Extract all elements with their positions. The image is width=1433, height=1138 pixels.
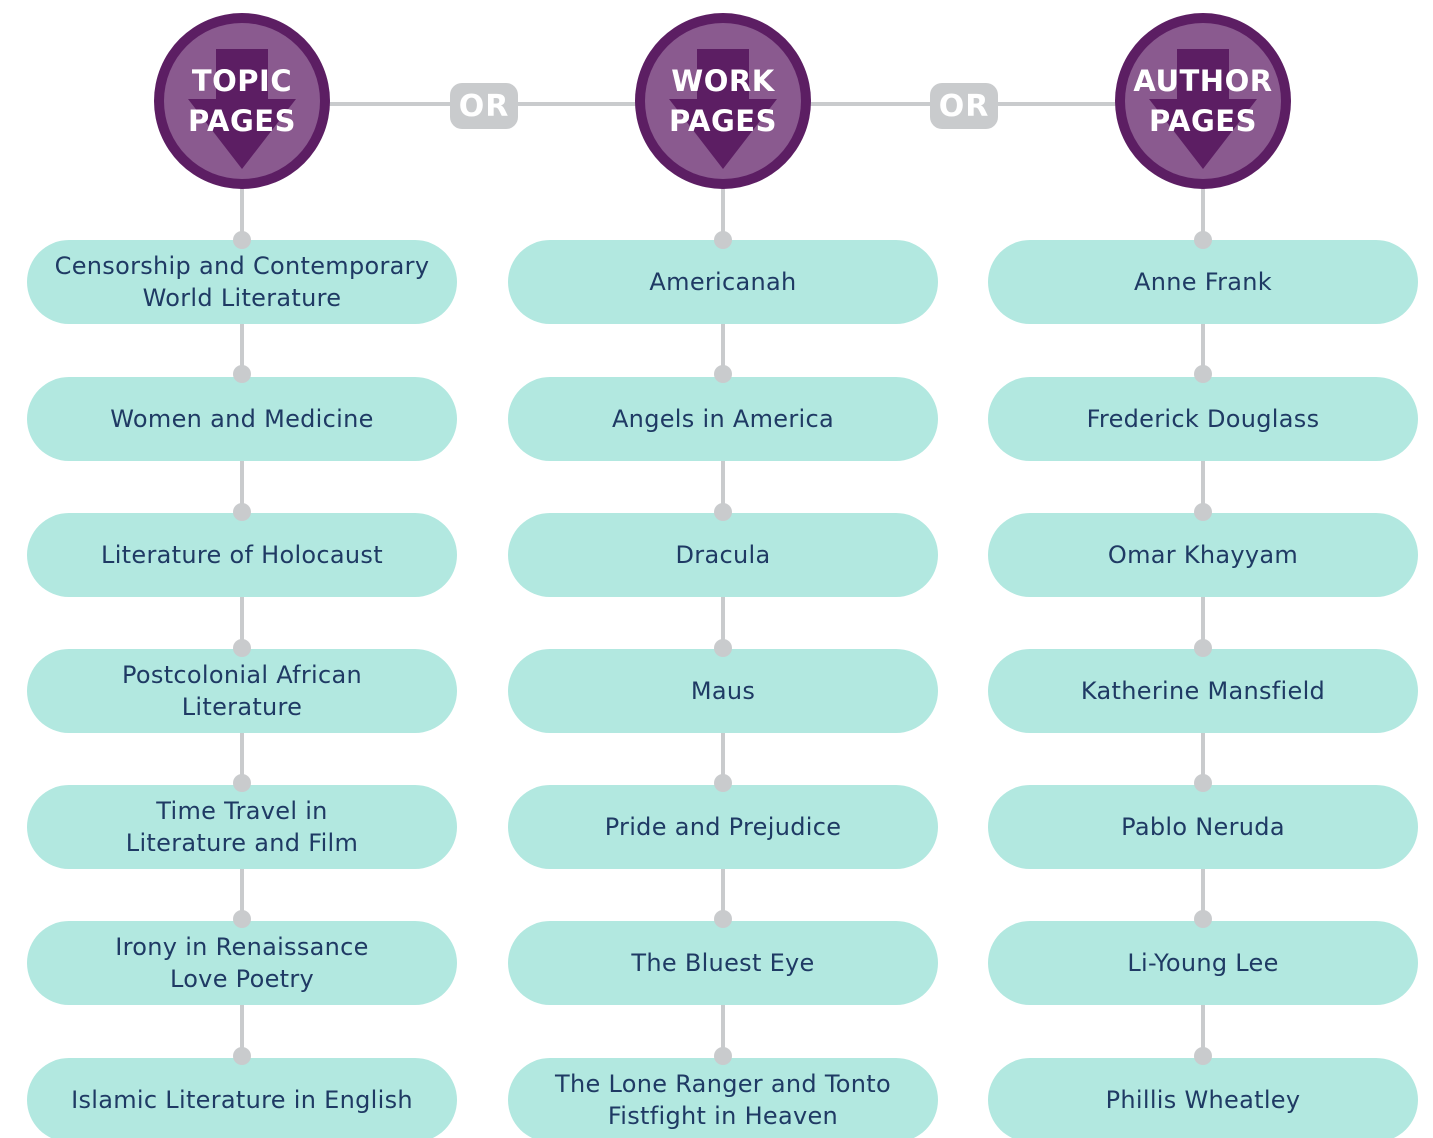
- header-work-line2: PAGES: [668, 104, 778, 138]
- topic-item-label: Censorship and Contemporary World Litera…: [54, 252, 430, 312]
- header-author-pages: AUTHOR PAGES: [1115, 13, 1291, 189]
- author-item[interactable]: Phillis Wheatley: [988, 1058, 1418, 1138]
- author-item-label: Phillis Wheatley: [1105, 1086, 1301, 1114]
- connector-dot: [714, 365, 732, 383]
- topic-item[interactable]: Islamic Literature in English: [27, 1058, 457, 1138]
- work-item-label: The Bluest Eye: [631, 949, 815, 977]
- connector-dot: [233, 774, 251, 792]
- work-item[interactable]: Maus: [508, 649, 938, 733]
- down-arrow-icon: [188, 49, 296, 169]
- work-item[interactable]: The Lone Ranger and Tonto Fistfight in H…: [508, 1058, 938, 1138]
- or-label-2: OR: [938, 88, 990, 124]
- author-item-label: Anne Frank: [1134, 268, 1272, 296]
- work-item-label: Americanah: [649, 268, 797, 296]
- author-item[interactable]: Anne Frank: [988, 240, 1418, 324]
- down-arrow-icon: [669, 49, 777, 169]
- author-item[interactable]: Pablo Neruda: [988, 785, 1418, 869]
- topic-item[interactable]: Literature of Holocaust: [27, 513, 457, 597]
- connector-dot: [233, 639, 251, 657]
- vertical-connector-topic: [240, 186, 244, 1056]
- vertical-connector-author: [1201, 186, 1205, 1056]
- author-item[interactable]: Omar Khayyam: [988, 513, 1418, 597]
- down-arrow-icon: [1149, 49, 1257, 169]
- header-topic-label: TOPIC PAGES: [154, 61, 330, 141]
- connector-dot: [1194, 639, 1212, 657]
- author-item[interactable]: Li-Young Lee: [988, 921, 1418, 1005]
- connector-dot: [1194, 774, 1212, 792]
- topic-item[interactable]: Censorship and Contemporary World Litera…: [27, 240, 457, 324]
- topic-item-label: Women and Medicine: [110, 405, 374, 433]
- connector-dot: [233, 910, 251, 928]
- topic-item-label: Time Travel in Literature and Film: [125, 797, 359, 857]
- author-item-label: Pablo Neruda: [1121, 813, 1285, 841]
- topic-item-label: Irony in Renaissance Love Poetry: [115, 933, 369, 993]
- topic-item-label: Literature of Holocaust: [101, 541, 383, 569]
- work-item[interactable]: Angels in America: [508, 377, 938, 461]
- topic-item[interactable]: Time Travel in Literature and Film: [27, 785, 457, 869]
- topic-item[interactable]: Irony in Renaissance Love Poetry: [27, 921, 457, 1005]
- work-item[interactable]: The Bluest Eye: [508, 921, 938, 1005]
- or-badge-2: OR: [930, 83, 998, 129]
- connector-dot: [714, 231, 732, 249]
- connector-dot: [1194, 910, 1212, 928]
- author-item[interactable]: Katherine Mansfield: [988, 649, 1418, 733]
- connector-dot: [714, 1047, 732, 1065]
- work-item[interactable]: Americanah: [508, 240, 938, 324]
- work-item-label: Angels in America: [611, 405, 835, 433]
- work-item[interactable]: Pride and Prejudice: [508, 785, 938, 869]
- work-item-label: The Lone Ranger and Tonto Fistfight in H…: [555, 1070, 891, 1130]
- header-author-line2: PAGES: [1148, 104, 1258, 138]
- connector-dot: [1194, 503, 1212, 521]
- author-item-label: Frederick Douglass: [1086, 405, 1320, 433]
- header-work-label: WORK PAGES: [635, 61, 811, 141]
- topic-item[interactable]: Postcolonial African Literature: [27, 649, 457, 733]
- topic-item-label: Postcolonial African Literature: [122, 661, 362, 721]
- work-item-label: Dracula: [675, 541, 771, 569]
- work-item-label: Pride and Prejudice: [604, 813, 842, 841]
- connector-dot: [714, 774, 732, 792]
- connector-dot: [1194, 1047, 1212, 1065]
- header-topic-pages: TOPIC PAGES: [154, 13, 330, 189]
- topic-item-label: Islamic Literature in English: [71, 1086, 413, 1114]
- topic-item[interactable]: Women and Medicine: [27, 377, 457, 461]
- header-topic-inner: [164, 23, 320, 179]
- connector-dot: [1194, 231, 1212, 249]
- work-item-label: Maus: [690, 677, 756, 705]
- header-author-inner: [1125, 23, 1281, 179]
- header-author-label: AUTHOR PAGES: [1115, 61, 1291, 141]
- header-author-line1: AUTHOR: [1133, 64, 1273, 98]
- header-topic-line1: TOPIC: [191, 64, 293, 98]
- connector-dot: [233, 231, 251, 249]
- vertical-connector-work: [721, 186, 725, 1056]
- header-work-line1: WORK: [671, 64, 775, 98]
- header-work-pages: WORK PAGES: [635, 13, 811, 189]
- connector-dot: [714, 910, 732, 928]
- author-item-label: Omar Khayyam: [1107, 541, 1299, 569]
- connector-dot: [714, 503, 732, 521]
- work-item[interactable]: Dracula: [508, 513, 938, 597]
- connector-dot: [233, 365, 251, 383]
- connector-dot: [233, 1047, 251, 1065]
- or-badge-1: OR: [450, 83, 518, 129]
- header-work-inner: [645, 23, 801, 179]
- author-item-label: Katherine Mansfield: [1080, 677, 1326, 705]
- connector-dot: [1194, 365, 1212, 383]
- connector-dot: [233, 503, 251, 521]
- or-label-1: OR: [458, 88, 510, 124]
- author-item[interactable]: Frederick Douglass: [988, 377, 1418, 461]
- connector-dot: [714, 639, 732, 657]
- author-item-label: Li-Young Lee: [1127, 949, 1279, 977]
- header-topic-line2: PAGES: [187, 104, 297, 138]
